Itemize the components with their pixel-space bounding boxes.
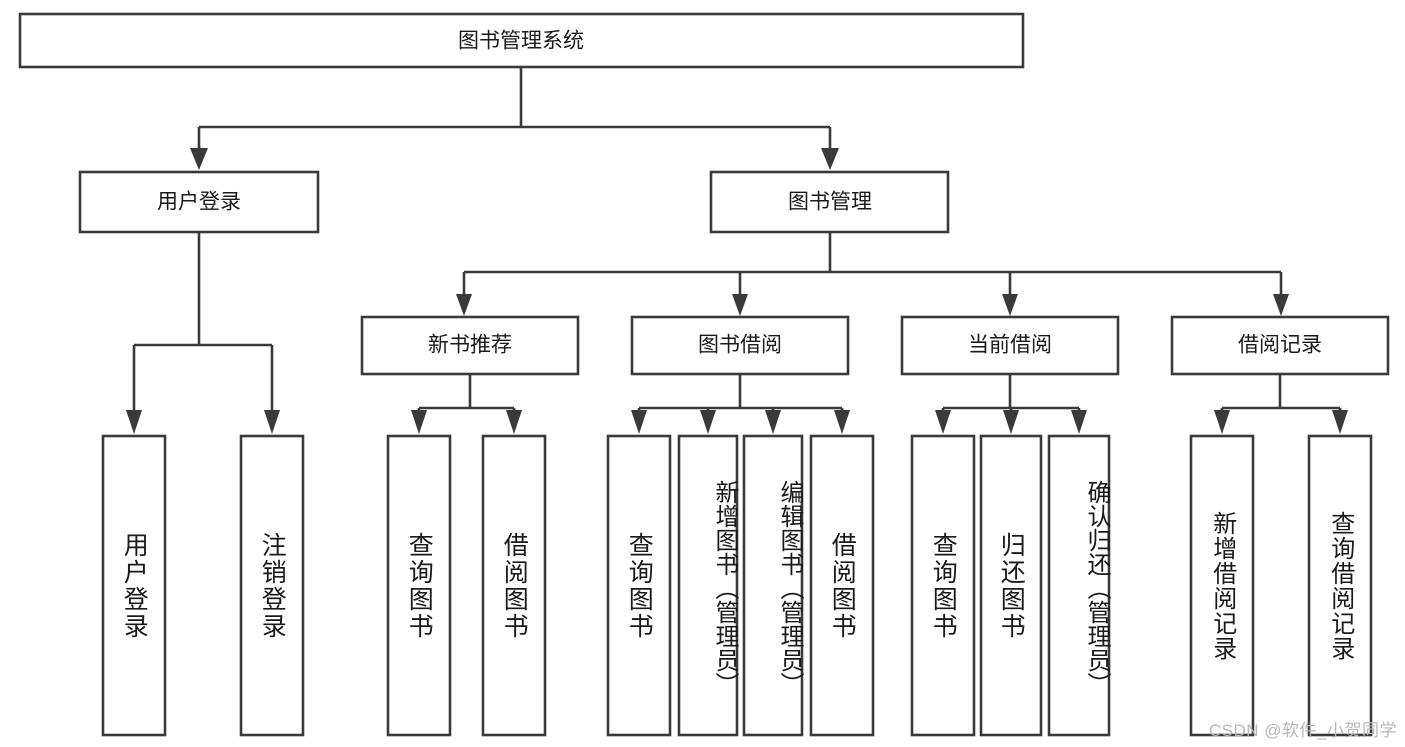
arrowhead-login — [190, 148, 208, 170]
arrowhead-bw-3 — [765, 410, 781, 434]
node-records-box[interactable] — [1170, 315, 1390, 376]
arrowhead-newbook — [456, 294, 472, 316]
node-leaf-borrow-lend-box[interactable] — [809, 434, 875, 737]
node-leaf-user-login-box[interactable] — [101, 434, 167, 737]
node-leaf-user-logout-box[interactable] — [239, 434, 305, 737]
csdn-watermark: CSDN @软件_小贺同学 — [1208, 721, 1397, 740]
node-root-box[interactable] — [18, 12, 1025, 69]
node-borrow-label: 图书借阅 — [698, 334, 782, 357]
arrowhead-bookmgmt — [821, 148, 839, 170]
arrowhead-bw-1 — [631, 410, 647, 434]
node-leaf-records-query-box[interactable] — [1307, 434, 1373, 737]
node-records-label: 借阅记录 — [1238, 334, 1322, 357]
arrowhead-bw-4 — [834, 410, 850, 434]
node-leaf-borrow-query-box[interactable] — [606, 434, 672, 737]
arrowhead-bw-2 — [700, 410, 716, 434]
node-login-label: 用户登录 — [157, 191, 241, 214]
node-bookmgmt-label: 图书管理 — [788, 191, 872, 214]
node-current-label: 当前借阅 — [968, 334, 1052, 357]
arrowhead-cu-1 — [935, 410, 951, 434]
arrowhead-cu-2 — [1003, 410, 1019, 434]
arrowhead-leaf-user-login — [126, 410, 142, 434]
arrowhead-nb-1 — [411, 410, 427, 434]
node-root-label: 图书管理系统 — [458, 30, 584, 53]
node-leaf-current-query-box[interactable] — [910, 434, 976, 737]
node-bookmgmt-box[interactable] — [709, 170, 950, 234]
arrowhead-nb-2 — [506, 410, 522, 434]
node-borrow-box[interactable] — [630, 315, 850, 376]
node-leaf-current-confirm-box[interactable] — [1047, 434, 1111, 737]
arrowhead-records — [1273, 294, 1289, 316]
arrowhead-rc-1 — [1214, 410, 1230, 434]
node-leaf-borrow-edit-box[interactable] — [742, 434, 804, 737]
arrowhead-leaf-user-logout — [264, 410, 280, 434]
node-current-box[interactable] — [900, 315, 1120, 376]
node-leaf-current-return-box[interactable] — [979, 434, 1043, 737]
node-newbook-box[interactable] — [360, 315, 580, 376]
arrowhead-current — [1002, 294, 1018, 316]
arrowhead-borrow — [732, 294, 748, 316]
node-leaf-newbook-query-box[interactable] — [386, 434, 452, 737]
node-leaf-records-add-box[interactable] — [1189, 434, 1255, 737]
node-leaf-borrow-add-box[interactable] — [677, 434, 739, 737]
arrowhead-cu-3 — [1071, 410, 1087, 434]
node-newbook-label: 新书推荐 — [428, 334, 512, 357]
arrowhead-rc-2 — [1332, 410, 1348, 434]
node-leaf-newbook-borrow-box[interactable] — [481, 434, 547, 737]
